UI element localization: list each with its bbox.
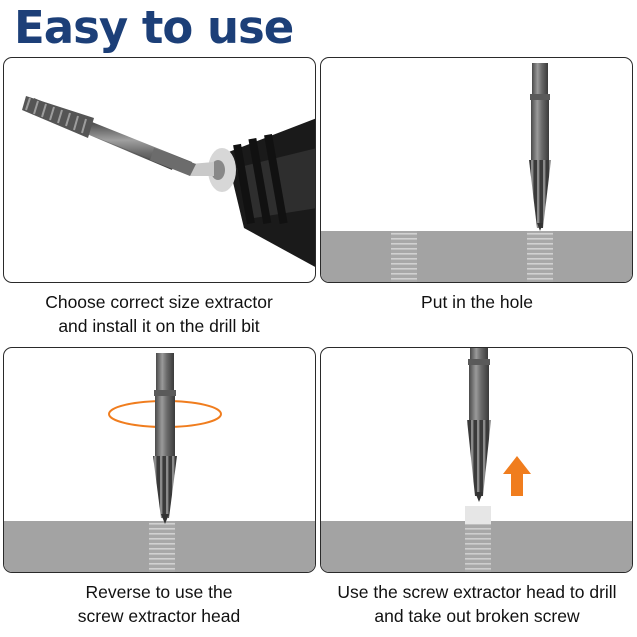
extractor-bit [153,353,177,524]
step-3-caption: Reverse to use the screw extractor head [0,580,318,628]
step-1-panel [3,57,316,283]
broken-screw-right [527,231,553,282]
step-4-panel [320,347,633,573]
work-surface [321,231,632,282]
step-3-caption-line1: Reverse to use the [85,582,233,602]
step-2-caption-line1: Put in the hole [421,292,533,312]
step-4-caption: Use the screw extractor head to drill an… [318,580,636,628]
step-4-caption-line2: and take out broken screw [374,606,580,626]
broken-screw-left [391,231,417,282]
step-3-panel [3,347,316,573]
step-2-panel [320,57,633,283]
step-1-caption-line1: Choose correct size extractor [45,292,273,312]
step-3-caption-line2: screw extractor head [77,606,241,626]
step-1-caption: Choose correct size extractor and instal… [0,290,318,338]
step-4-caption-line1: Use the screw extractor head to drill [337,582,617,602]
hole [465,521,491,572]
extracted-screw [465,506,491,524]
extractor-bit [529,63,551,231]
broken-screw [149,521,175,572]
step-2-caption: Put in the hole [318,290,636,314]
extractor-bit [22,96,196,176]
up-arrow-icon [503,456,531,496]
page-title: Easy to use [14,1,294,54]
drill-icon [190,118,315,267]
step-1-caption-line2: and install it on the drill bit [58,316,260,336]
extractor-bit [467,348,491,502]
